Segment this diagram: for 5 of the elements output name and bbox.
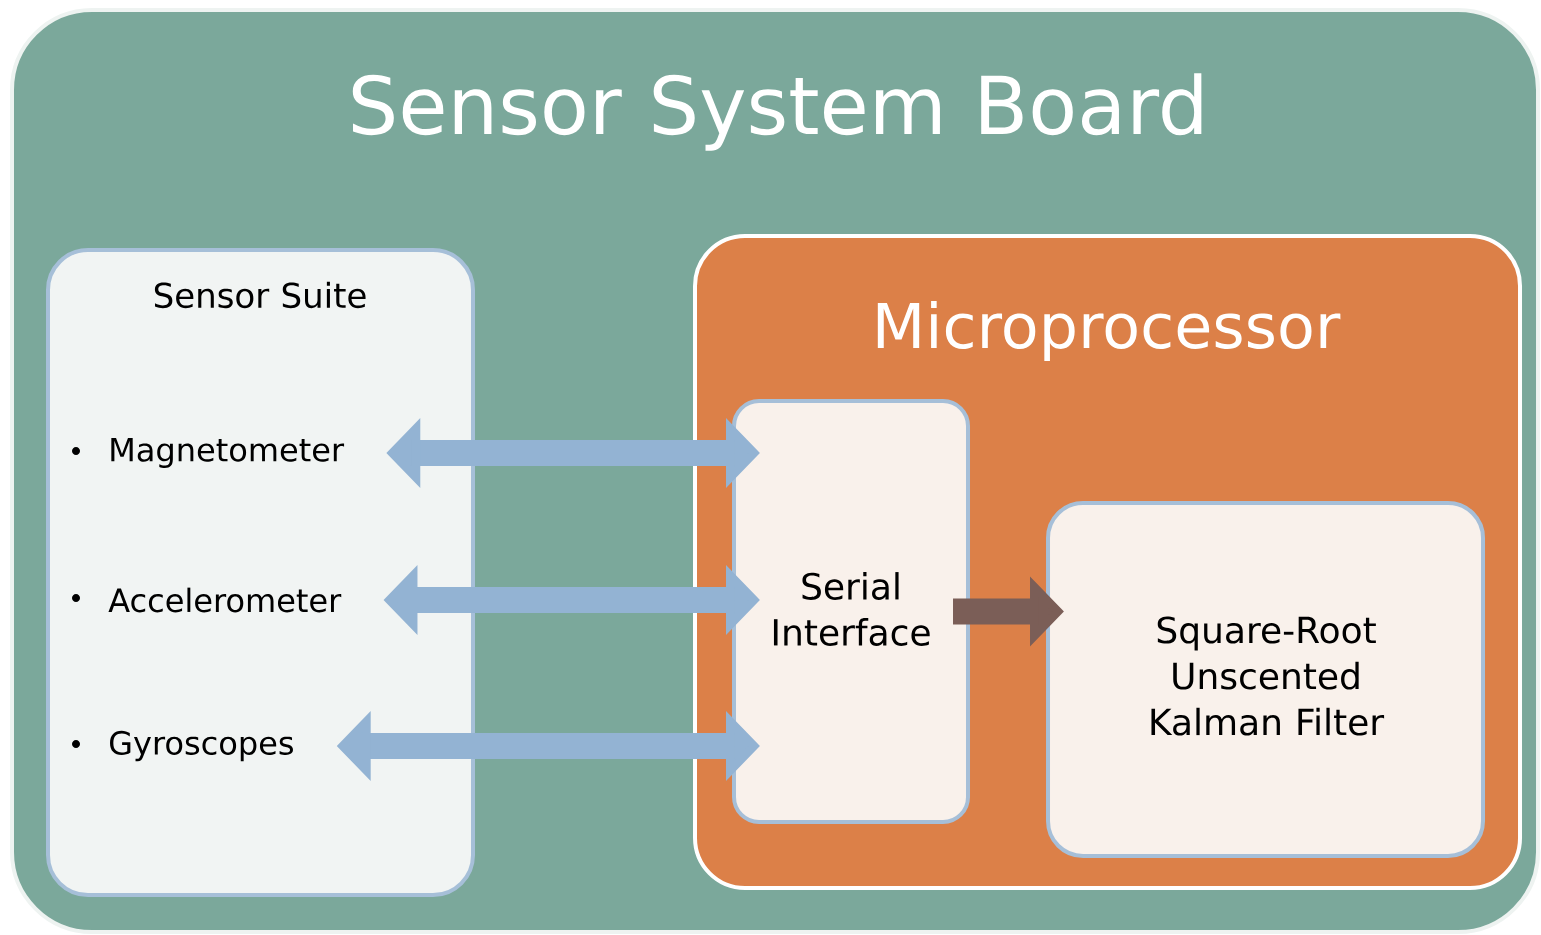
list-item: Gyroscopes: [110, 730, 293, 762]
list-item: Magnetometer: [111, 438, 345, 468]
process-box: Serial Interface: [732, 399, 970, 824]
list-item: Accelerometer: [108, 587, 342, 613]
process-box: Square-Root Unscented Kalman Filter: [1046, 501, 1485, 858]
